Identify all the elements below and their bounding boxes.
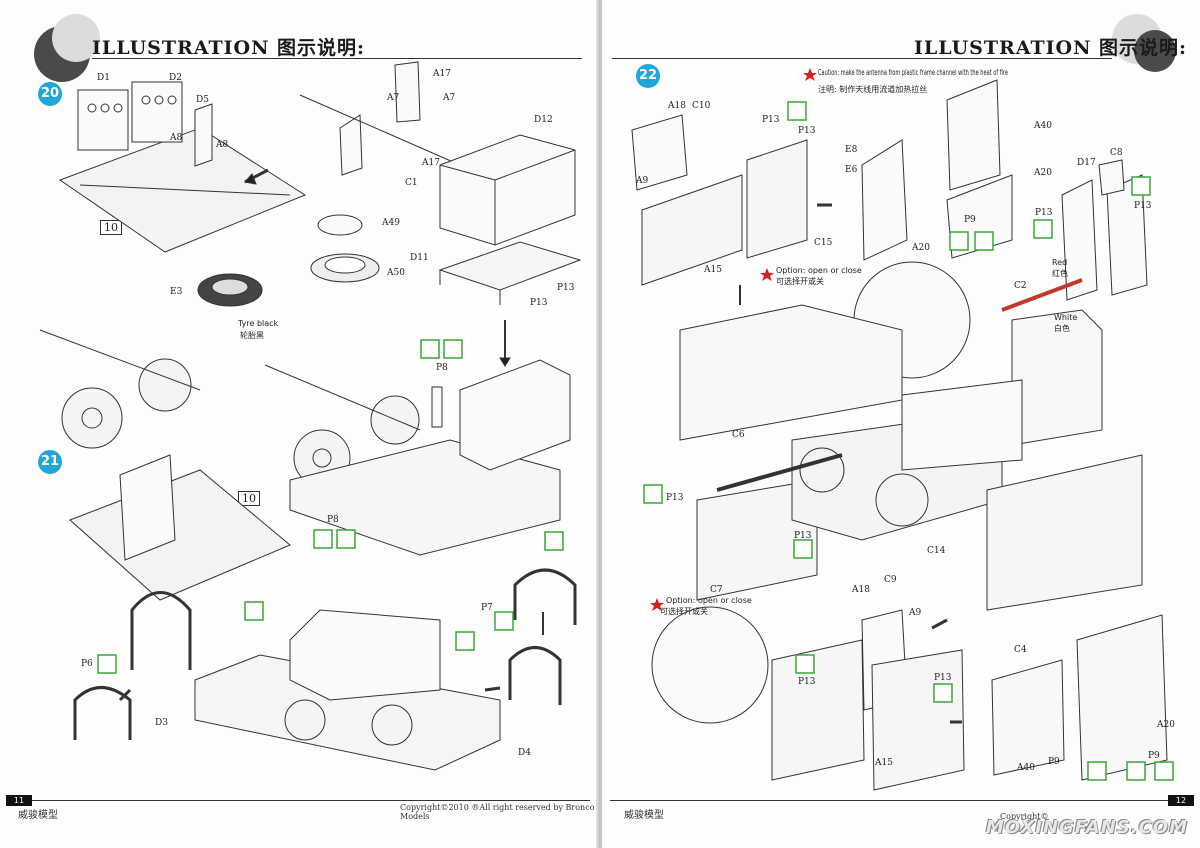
part-label: D11 [410, 253, 429, 263]
page-number: 11 [6, 795, 32, 806]
part-label: P13 [934, 673, 952, 683]
part-label: A17 [421, 158, 440, 168]
part-label: P13 [666, 493, 684, 503]
step-number-badge: 22 [636, 64, 660, 88]
part-label: A50 [386, 268, 405, 278]
part-label: C14 [927, 546, 946, 556]
part-label: C7 [710, 585, 723, 595]
header-decor-circle [1134, 30, 1176, 72]
part-label: P13 [1035, 208, 1053, 218]
color-note-red: Red [1052, 258, 1067, 267]
part-label: C9 [884, 575, 897, 585]
part-label: A15 [703, 265, 722, 275]
page-header-title: ILLUSTRATION 图示说明: [914, 37, 1188, 59]
part-label: A15 [874, 758, 893, 768]
part-label: D4 [518, 748, 531, 758]
part-label: D3 [155, 718, 168, 728]
option-note: Option: open or close [776, 266, 862, 275]
boxed-reference-label: 10 [238, 491, 260, 506]
option-note: Option: open or close [666, 596, 752, 605]
header-decor-circle-light [52, 14, 100, 62]
part-label: A17 [432, 69, 451, 79]
footer-copyright: Copyright© [1000, 812, 1049, 821]
part-label: D2 [169, 73, 182, 83]
option-note-cn: 可选择开或关 [660, 606, 708, 616]
part-label: P9 [1148, 751, 1160, 761]
part-label: E3 [170, 287, 183, 297]
part-label: D17 [1077, 158, 1096, 168]
color-note-white: White [1054, 313, 1077, 322]
site-watermark: MOXINGFANS.COM [985, 817, 1188, 838]
part-label: E6 [845, 165, 858, 175]
part-label: E8 [845, 145, 858, 155]
part-label: A20 [1033, 168, 1052, 178]
assembly-illustration-right: A18 C10 P13 P13 A9 A15 C15 E8 E6 A40 A20… [631, 68, 1175, 791]
caution-note-cn: 注明: 制作天线用流道加热拉丝 [818, 84, 927, 94]
part-label: P13 [798, 677, 816, 687]
part-label: P6 [81, 659, 93, 669]
part-label: P8 [327, 515, 339, 525]
footer-brand: 威骏模型 [18, 810, 58, 821]
part-label: P9 [1048, 757, 1060, 767]
part-label: D5 [196, 95, 209, 105]
footer-brand: 威骏模型 [624, 810, 664, 821]
part-label: A9 [908, 608, 921, 618]
part-label: A49 [381, 218, 400, 228]
part-label: A20 [1156, 720, 1175, 730]
part-label: A8 [215, 140, 228, 150]
part-label: C10 [692, 101, 711, 111]
assembly-illustration-left: D1 D2 D5 A8 A8 A7 A7 A17 A17 C1 D12 D11 … [39, 61, 582, 771]
footer-rule [10, 800, 590, 801]
part-label: C1 [405, 178, 418, 188]
part-label: P13 [557, 283, 575, 293]
part-label: P9 [964, 215, 976, 225]
caution-note: Caution: make the antenna from plastic f… [818, 68, 1008, 77]
page-header-title: ILLUSTRATION 图示说明: [92, 37, 366, 59]
part-labels: D1 D2 D5 A8 A8 A7 A7 A17 A17 C1 D12 D11 … [81, 69, 575, 758]
part-label: D12 [534, 115, 553, 125]
part-label: P13 [762, 115, 780, 125]
page-number: 12 [1168, 795, 1194, 806]
part-label: P7 [481, 603, 493, 613]
part-label: C8 [1110, 148, 1123, 158]
boxed-reference-label: 10 [100, 220, 122, 235]
tyre-note: Tyre black [237, 319, 279, 328]
part-label: C2 [1014, 281, 1027, 291]
part-label: A20 [911, 243, 930, 253]
part-label: A7 [442, 93, 455, 103]
part-label: A40 [1033, 121, 1052, 131]
color-note-white-cn: 白色 [1054, 323, 1070, 333]
part-label: A8 [169, 133, 182, 143]
page-gutter [596, 0, 604, 848]
part-label: C4 [1014, 645, 1027, 655]
part-label: A9 [635, 176, 648, 186]
part-label: P13 [794, 531, 812, 541]
part-label: P13 [1134, 201, 1152, 211]
footer-rule [610, 800, 1192, 801]
left-page: ILLUSTRATION 图示说明: 20 21 10 10 [0, 0, 598, 848]
header-rule [612, 58, 1112, 59]
right-page: ILLUSTRATION 图示说明: 22 [602, 0, 1200, 848]
part-label: A18 [851, 585, 870, 595]
part-label: A7 [386, 93, 399, 103]
step-number-badge: 20 [38, 82, 62, 106]
part-label: A18 [667, 101, 686, 111]
footer-copyright: Copyright©2010 ®All right reserved by Br… [400, 803, 595, 821]
part-label: P13 [798, 126, 816, 136]
header-rule [92, 58, 582, 59]
part-label: P8 [436, 363, 448, 373]
part-label: P13 [530, 298, 548, 308]
color-note-red-cn: 红色 [1052, 268, 1068, 278]
part-label: C15 [814, 238, 833, 248]
part-label: A40 [1016, 763, 1035, 773]
tyre-note-cn: 轮胎黑 [240, 330, 264, 340]
step-number-badge: 21 [38, 450, 62, 474]
option-note-cn: 可选择开或关 [776, 276, 824, 286]
part-label: D1 [97, 73, 110, 83]
part-label: C6 [732, 430, 745, 440]
